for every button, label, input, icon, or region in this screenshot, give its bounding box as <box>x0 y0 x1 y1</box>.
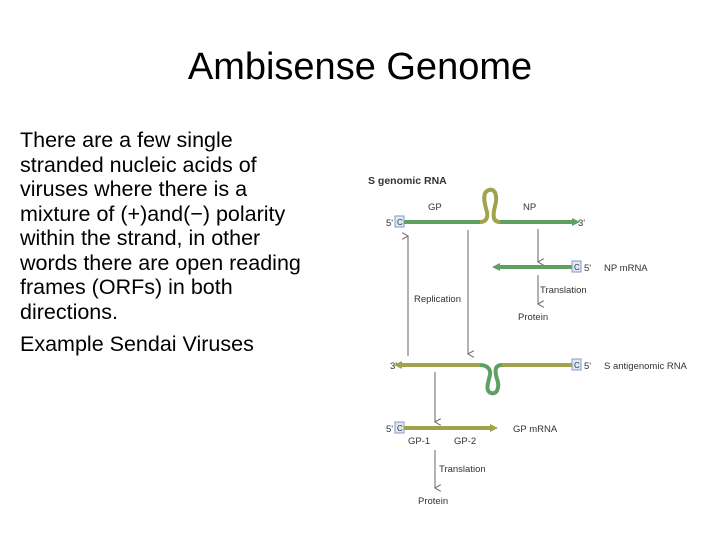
gp-mrna-label: GP mRNA <box>513 424 558 435</box>
np-translation-label: Translation <box>540 285 587 296</box>
gp-mrna-cap-label: C <box>397 424 403 433</box>
paragraph-example: Example Sendai Viruses <box>20 332 254 356</box>
np-mrna-cap-box <box>571 260 582 273</box>
anti-strand-arrowhead <box>394 361 402 369</box>
replication-label: Replication <box>414 294 461 305</box>
anti-three-prime-label: 3' <box>390 361 397 372</box>
anti-five-prime-label: 5' <box>584 361 591 372</box>
np-mrna-cap-label: C <box>574 263 580 272</box>
np-mrna-label: NP mRNA <box>604 263 648 274</box>
paragraph-description: There are a few single stranded nucleic … <box>20 128 301 324</box>
slide-title: Ambisense Genome <box>187 46 533 88</box>
top-three-prime-label: 3' <box>578 218 585 229</box>
top-np-label: NP <box>523 202 536 213</box>
anti-cap-label: C <box>574 361 580 370</box>
anti-hairpin <box>479 363 503 396</box>
gp-translation-label: Translation <box>439 464 486 475</box>
ambisense-diagram: S genomic RNA 5' C GP NP 3' C 5' NP mRNA… <box>350 168 720 518</box>
gp2-label: GP-2 <box>454 436 476 447</box>
body-text: There are a few single stranded nucleic … <box>20 128 305 365</box>
top-cap-label: C <box>397 218 403 227</box>
top-hairpin <box>479 187 501 224</box>
diagram-svg: S genomic RNA 5' C GP NP 3' C 5' NP mRNA… <box>368 175 688 507</box>
gp-protein-label: Protein <box>418 496 448 507</box>
top-strand-arrowhead <box>572 218 580 226</box>
np-protein-label: Protein <box>518 312 548 323</box>
top-five-prime-label: 5' <box>386 218 393 229</box>
np-mrna-arrowhead <box>492 263 500 271</box>
gp1-label: GP-1 <box>408 436 430 447</box>
gp-mrna-arrowhead <box>490 424 498 432</box>
anti-cap-box <box>571 358 582 371</box>
gp-mrna-five-prime-label: 5' <box>386 424 393 435</box>
np-mrna-five-prime-label: 5' <box>584 263 591 274</box>
top-gp-label: GP <box>428 202 442 213</box>
s-antigenomic-rna-label: S antigenomic RNA <box>604 361 688 372</box>
s-genomic-rna-label: S genomic RNA <box>368 175 447 187</box>
